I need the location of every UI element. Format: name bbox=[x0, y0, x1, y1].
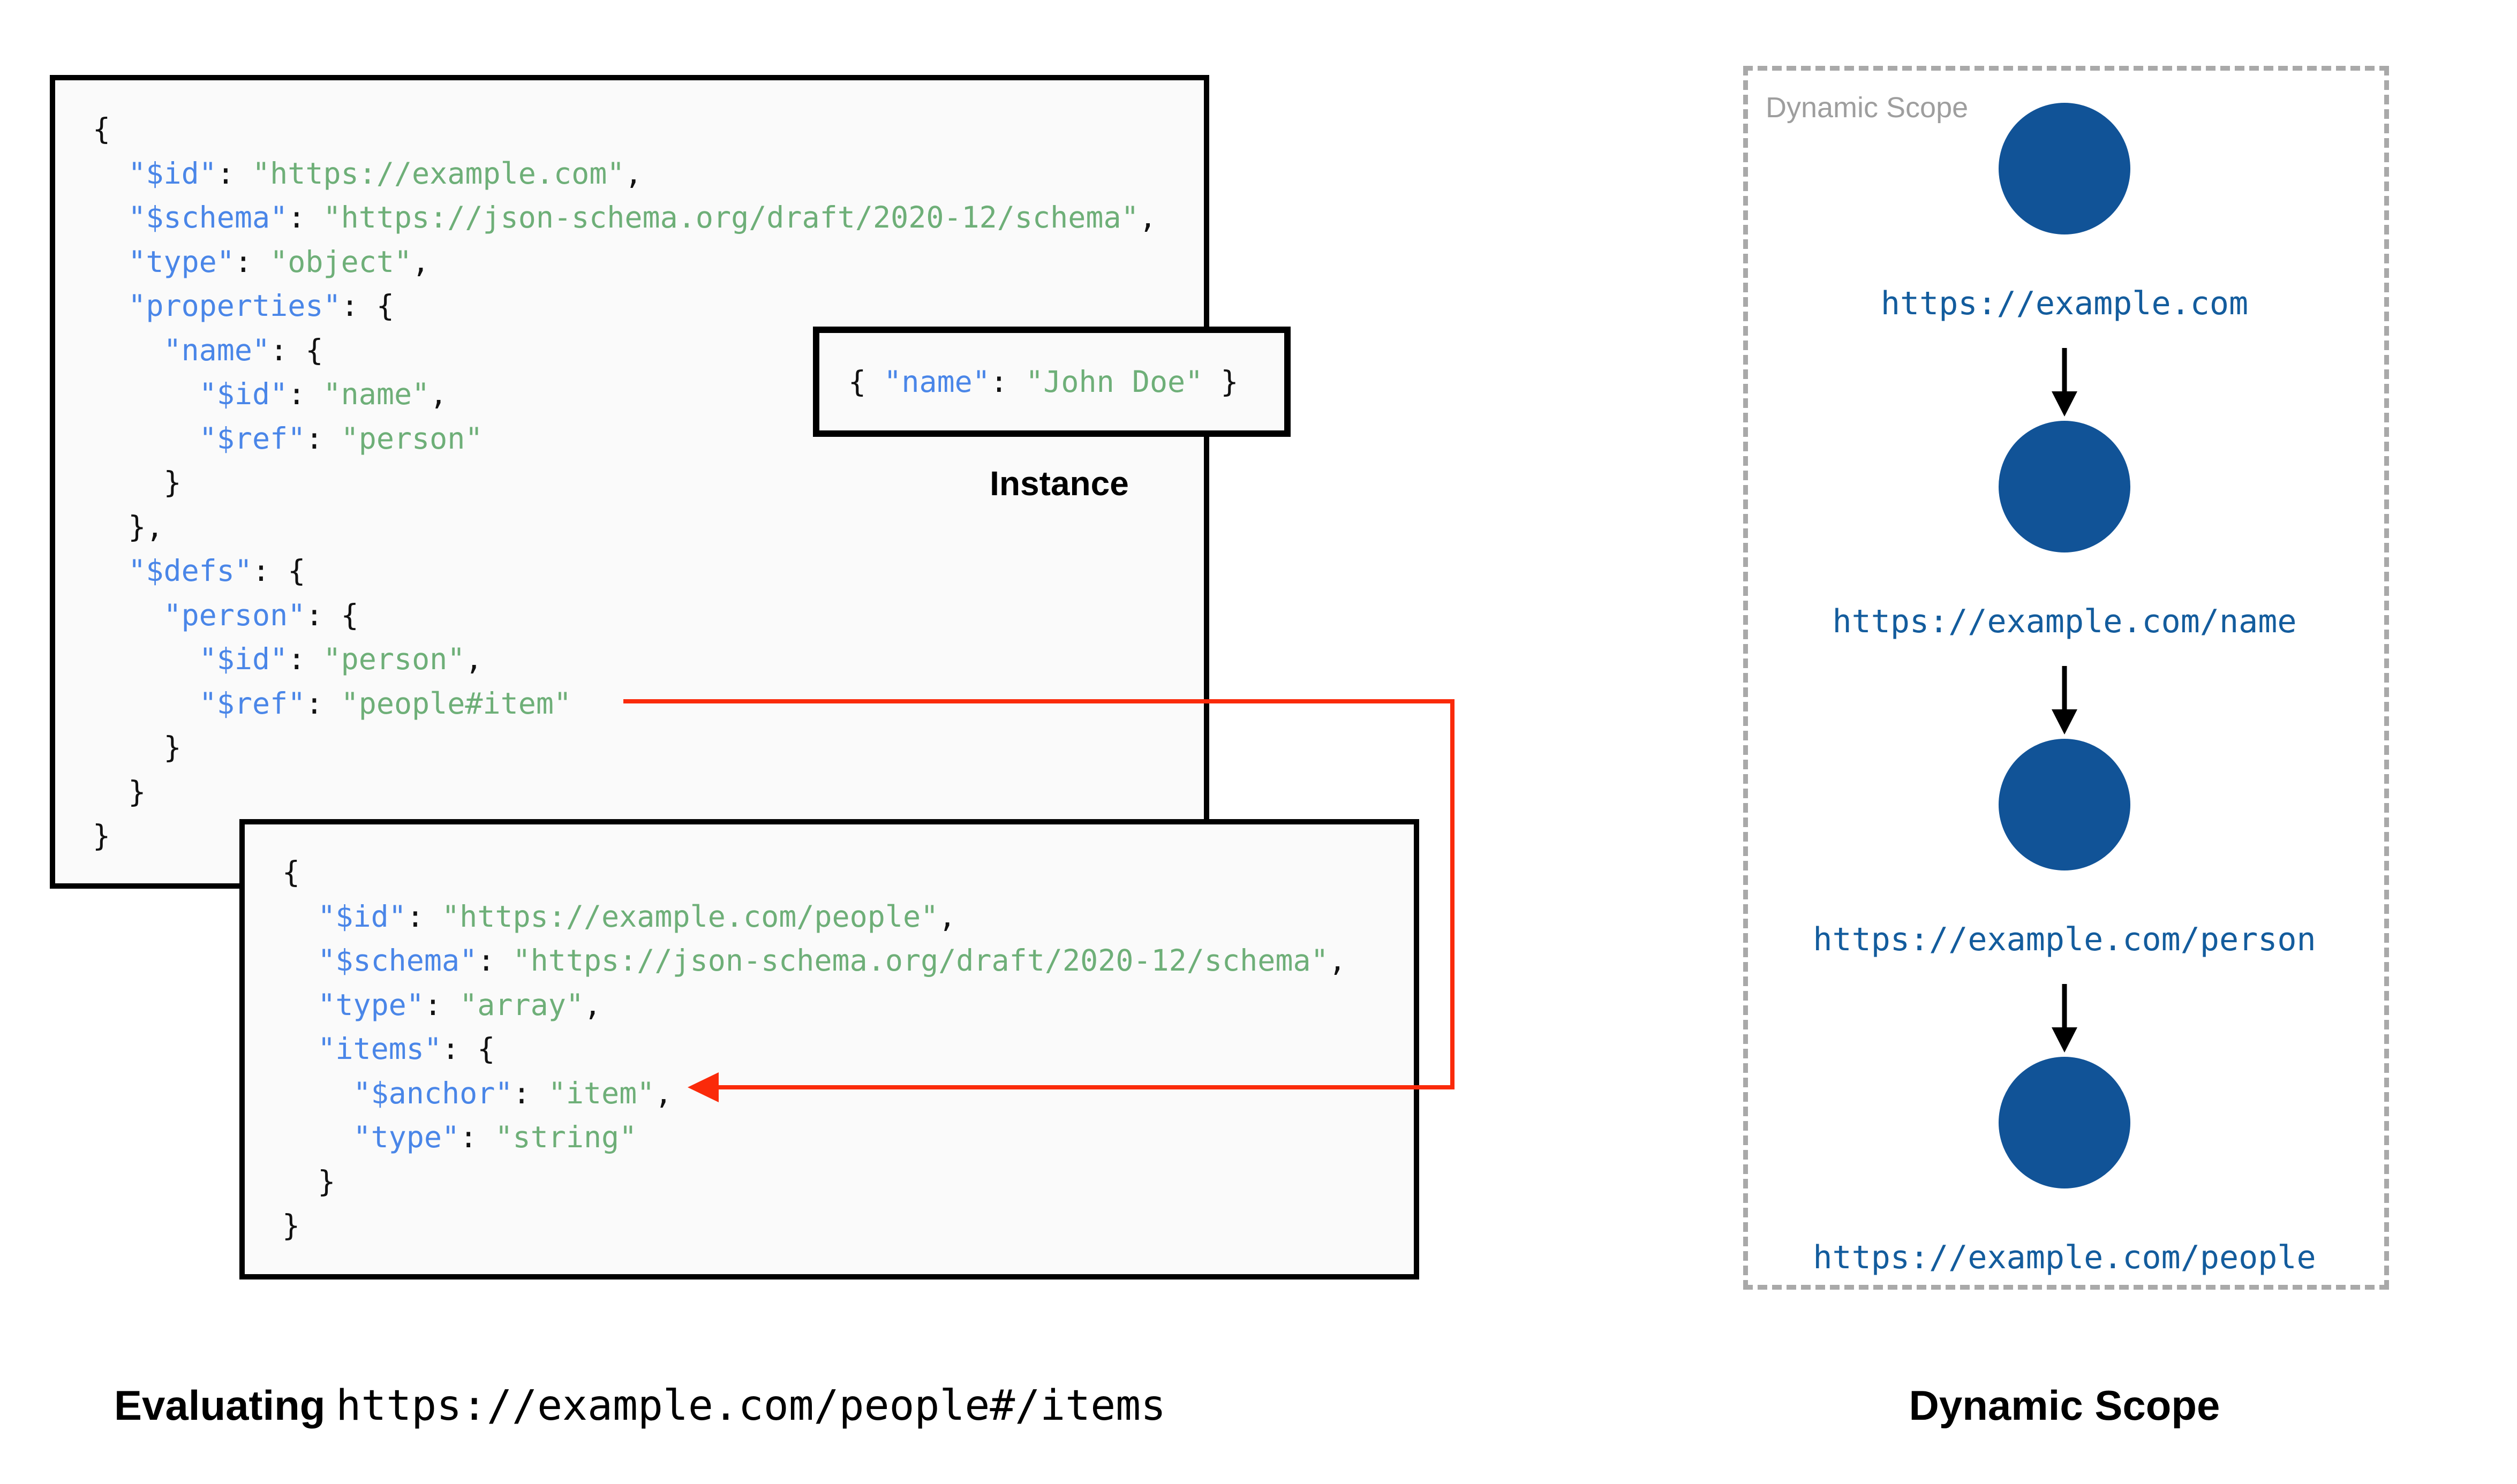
scope-node-label-1: https://example.com bbox=[1880, 285, 2249, 322]
dynamic-scope-panel-title: Dynamic Scope bbox=[1766, 92, 1969, 124]
scope-node-label-2: https://example.com/name bbox=[1832, 603, 2297, 640]
scope-node-circle-3 bbox=[1999, 739, 2130, 870]
dynamic-scope-caption: Dynamic Scope bbox=[1909, 1382, 2220, 1429]
scope-node-label-3: https://example.com/person bbox=[1813, 921, 2316, 958]
evaluating-caption-uri: https://example.com/people#/items bbox=[336, 1382, 1166, 1430]
scope-node-circle-1 bbox=[1999, 103, 2130, 234]
instance-box: { "name": "John Doe" } bbox=[813, 327, 1291, 437]
evaluating-caption-word: Evaluating bbox=[114, 1382, 326, 1429]
people-schema-box: { "$id": "https://example.com/people", "… bbox=[239, 819, 1419, 1279]
scope-node-circle-4 bbox=[1999, 1057, 2130, 1188]
instance-code: { "name": "John Doe" } bbox=[848, 364, 1239, 399]
instance-label: Instance bbox=[990, 464, 1129, 503]
scope-node-label-4: https://example.com/people bbox=[1813, 1239, 2316, 1276]
evaluating-caption: Evaluating https://example.com/people#/i… bbox=[114, 1381, 1166, 1430]
scope-node-circle-2 bbox=[1999, 421, 2130, 552]
